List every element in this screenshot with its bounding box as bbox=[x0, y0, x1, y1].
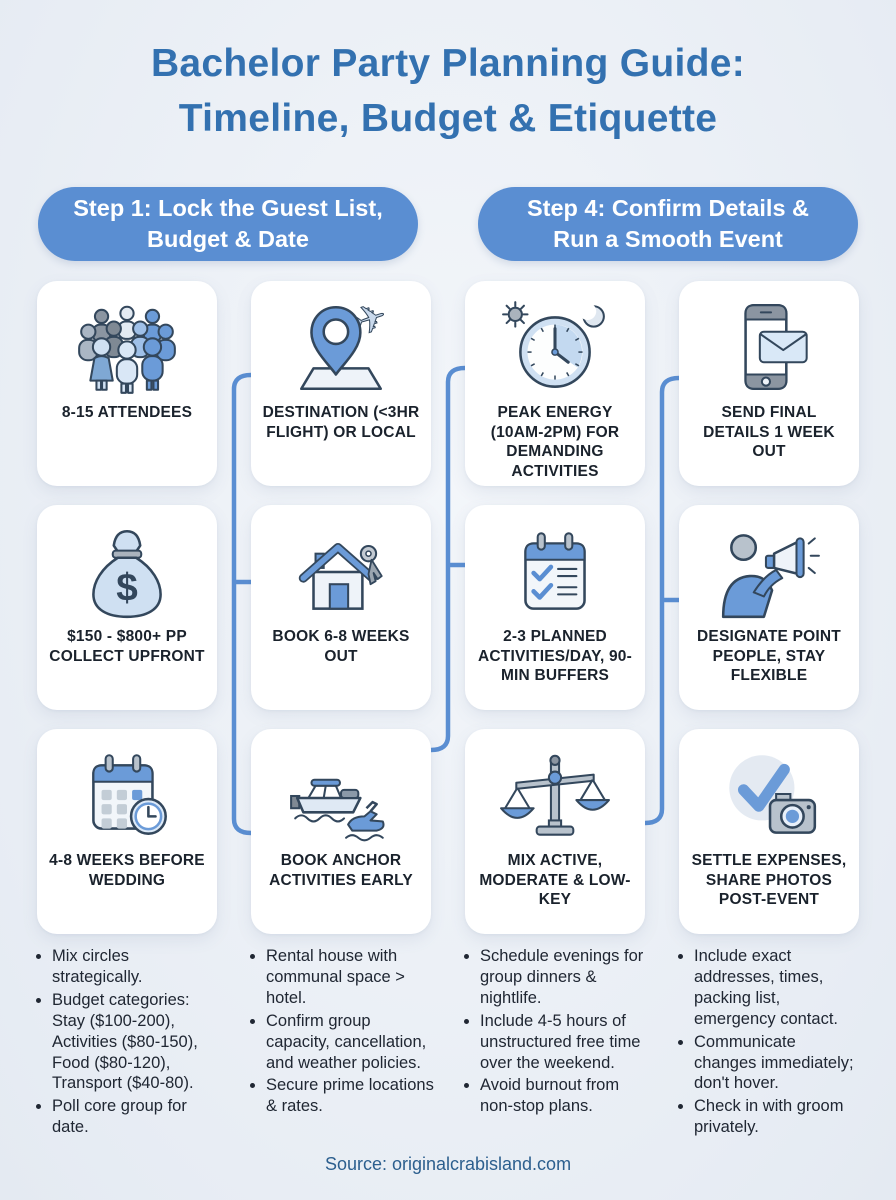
card-planned-activities-label: 2-3 PLANNED ACTIVITIES/DAY, 90-MIN BUFFE… bbox=[478, 627, 632, 685]
card-budget: $ $150 - $800+ PP COLLECT UPFRONT bbox=[37, 504, 217, 710]
card-attendees-label: 8-15 ATTENDEES bbox=[61, 403, 193, 421]
card-mix-intensity: MIX ACTIVE, MODERATE & LOW-KEY bbox=[465, 728, 645, 934]
card-anchor-activities-label: BOOK ANCHOR ACTIVITIES EARLY bbox=[269, 851, 413, 889]
balance-scale-icon bbox=[499, 741, 611, 851]
bullet-item: Secure prime locations & rates. bbox=[266, 1075, 434, 1117]
step-4-pill: Step 4: Confirm Details & Run a Smooth E… bbox=[478, 186, 858, 261]
clock-sun-moon-icon bbox=[499, 293, 611, 403]
card-destination-label: DESTINATION (<3HR FLIGHT) OR LOCAL bbox=[262, 403, 420, 441]
bullet-item: Poll core group for date. bbox=[52, 1096, 220, 1138]
card-anchor-activities: BOOK ANCHOR ACTIVITIES EARLY bbox=[251, 728, 431, 934]
card-peak-energy: PEAK ENERGY (10AM-2PM) FOR DEMANDING ACT… bbox=[465, 280, 645, 486]
step-4-line2: Run a Smooth Event bbox=[553, 225, 783, 252]
boat-jetski-icon bbox=[285, 741, 397, 851]
bullet-item: Schedule evenings for group dinners & ni… bbox=[480, 946, 648, 1009]
card-point-people-label: DESIGNATE POINT PEOPLE, STAY FLEXIBLE bbox=[697, 627, 841, 685]
card-book-house-label: BOOK 6-8 WEEKS OUT bbox=[272, 627, 410, 665]
svg-text:$: $ bbox=[116, 566, 138, 609]
crowd-icon bbox=[71, 293, 183, 403]
card-attendees: 8-15 ATTENDEES bbox=[37, 280, 217, 486]
bullet-item: Mix circles strategically. bbox=[52, 946, 220, 988]
bullet-column-1: Mix circles strategically. Budget catego… bbox=[34, 946, 220, 1141]
bullet-item: Avoid burnout from non-stop plans. bbox=[480, 1075, 648, 1117]
house-key-icon bbox=[285, 517, 397, 627]
card-settle-expenses: SETTLE EXPENSES, SHARE PHOTOS POST-EVENT bbox=[679, 728, 859, 934]
calendar-clock-icon bbox=[71, 741, 183, 851]
card-budget-label: $150 - $800+ PP COLLECT UPFRONT bbox=[49, 627, 205, 665]
card-book-house: BOOK 6-8 WEEKS OUT bbox=[251, 504, 431, 710]
card-settle-expenses-label: SETTLE EXPENSES, SHARE PHOTOS POST-EVENT bbox=[691, 851, 847, 909]
source-text: Source: originalcrabisland.com bbox=[324, 1154, 572, 1175]
card-weeks-before-wedding: 4-8 WEEKS BEFORE WEDDING bbox=[37, 728, 217, 934]
megaphone-person-icon bbox=[713, 517, 825, 627]
card-weeks-before-wedding-label: 4-8 WEEKS BEFORE WEDDING bbox=[49, 851, 205, 889]
step-1-pill: Step 1: Lock the Guest List, Budget & Da… bbox=[38, 186, 418, 261]
check-camera-icon bbox=[713, 741, 825, 851]
bullet-item: Rental house with communal space > hotel… bbox=[266, 946, 434, 1009]
phone-message-icon bbox=[713, 293, 825, 403]
card-point-people: DESIGNATE POINT PEOPLE, STAY FLEXIBLE bbox=[679, 504, 859, 710]
card-planned-activities: 2-3 PLANNED ACTIVITIES/DAY, 90-MIN BUFFE… bbox=[465, 504, 645, 710]
page-title-line2: Timeline, Budget & Etiquette bbox=[178, 97, 718, 141]
page-title: Bachelor Party Planning Guide: Timeline,… bbox=[0, 0, 896, 147]
location-pin-plane-icon: ✈ bbox=[285, 293, 397, 403]
bullet-lists: Mix circles strategically. Budget catego… bbox=[34, 946, 862, 1141]
bullet-column-3: Schedule evenings for group dinners & ni… bbox=[462, 946, 648, 1141]
card-mix-intensity-label: MIX ACTIVE, MODERATE & LOW-KEY bbox=[479, 851, 631, 909]
card-send-details-label: SEND FINAL DETAILS 1 WEEK OUT bbox=[703, 403, 835, 461]
money-bag-icon: $ bbox=[71, 517, 183, 627]
bullet-item: Include 4-5 hours of unstructured free t… bbox=[480, 1011, 648, 1074]
bullet-column-2: Rental house with communal space > hotel… bbox=[248, 946, 434, 1141]
checklist-calendar-icon bbox=[499, 517, 611, 627]
bullet-item: Communicate changes immediately; don't h… bbox=[694, 1032, 862, 1095]
step-1-line1: Step 1: Lock the Guest List, bbox=[73, 194, 383, 221]
card-destination: ✈ DESTINATION (<3HR FLIGHT) OR LOCAL bbox=[251, 280, 431, 486]
card-grid: 8-15 ATTENDEES ✈ DESTINATION (<3HR FLIGH… bbox=[37, 280, 859, 934]
step-headers: Step 1: Lock the Guest List, Budget & Da… bbox=[38, 186, 858, 261]
page-title-line1: Bachelor Party Planning Guide: bbox=[150, 42, 746, 85]
bullet-item: Check in with groom privately. bbox=[694, 1096, 862, 1138]
bullet-column-4: Include exact addresses, times, packing … bbox=[676, 946, 862, 1141]
bullet-item: Budget categories: Stay ($100-200), Acti… bbox=[52, 990, 220, 1095]
card-peak-energy-label: PEAK ENERGY (10AM-2PM) FOR DEMANDING ACT… bbox=[490, 403, 620, 481]
step-4-line1: Step 4: Confirm Details & bbox=[526, 194, 810, 221]
step-1-line2: Budget & Date bbox=[147, 225, 309, 252]
card-send-details: SEND FINAL DETAILS 1 WEEK OUT bbox=[679, 280, 859, 486]
bullet-item: Include exact addresses, times, packing … bbox=[694, 946, 862, 1030]
bullet-item: Confirm group capacity, cancellation, an… bbox=[266, 1011, 434, 1074]
